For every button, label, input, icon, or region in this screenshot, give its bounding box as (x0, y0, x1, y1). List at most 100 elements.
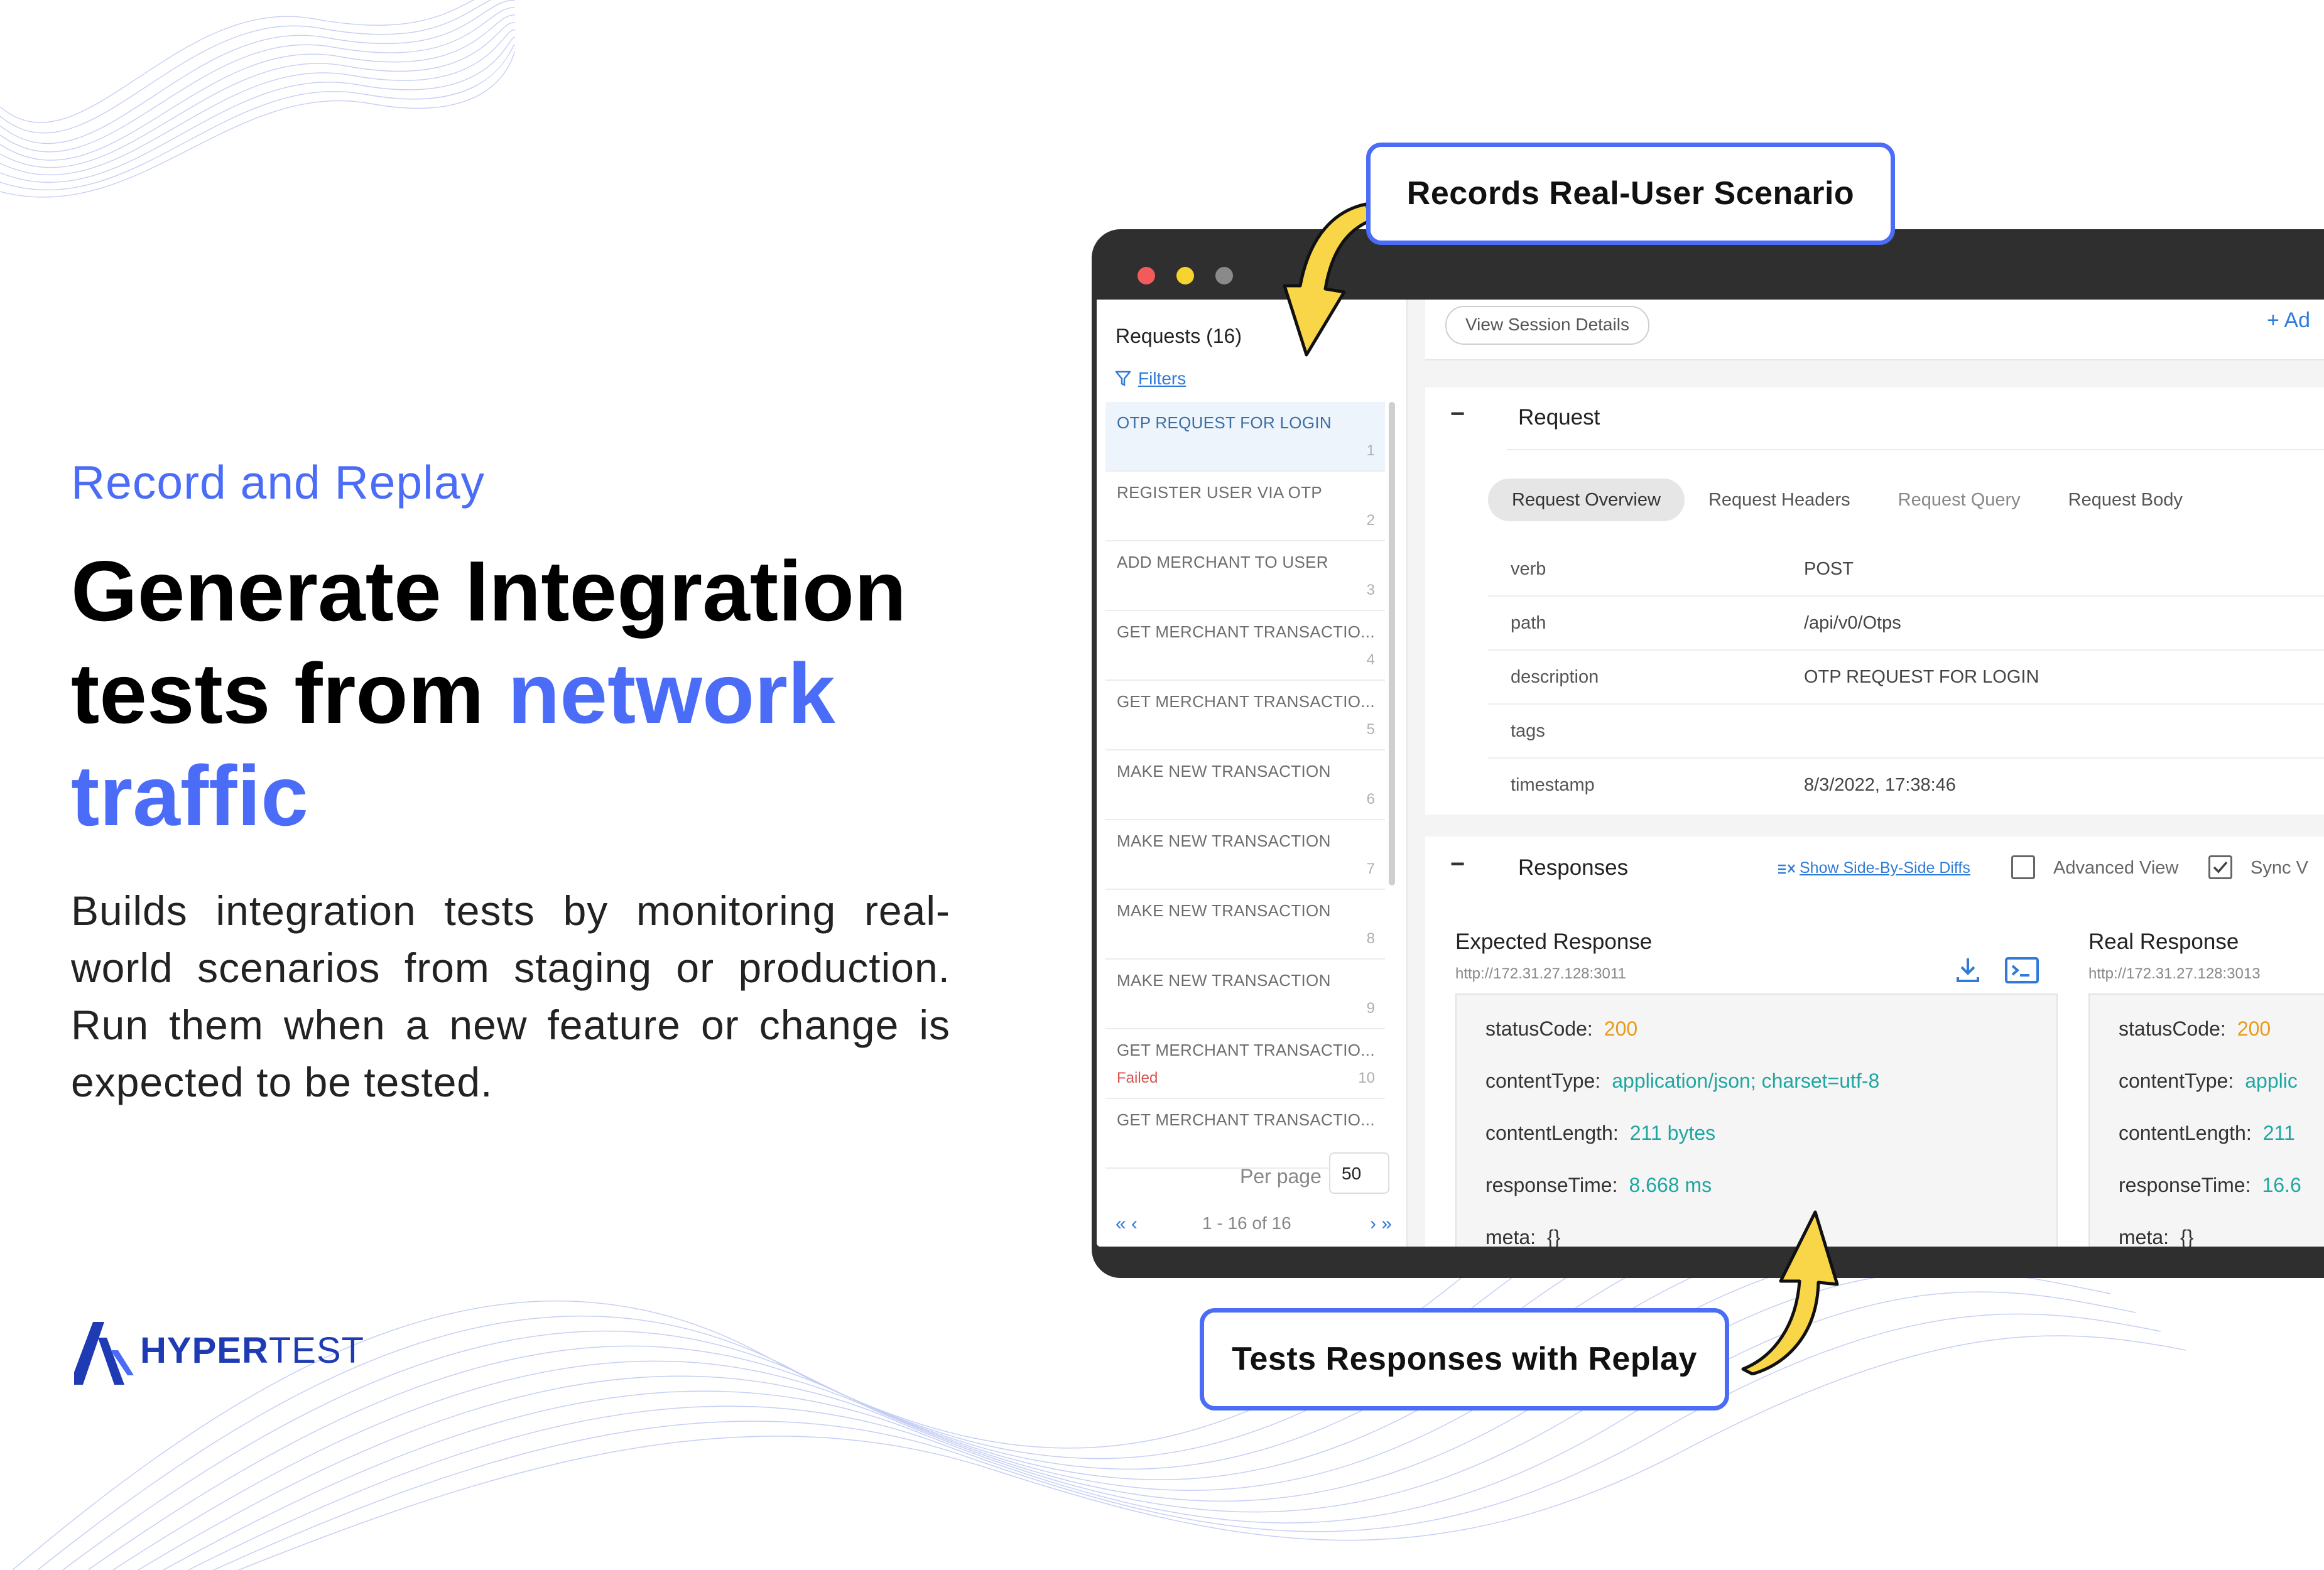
kv-row-timestamp: timestamp 8/3/2022, 17:38:46 (1488, 757, 2324, 811)
kv-value: POST (1804, 559, 1854, 579)
request-item-number: 8 (1366, 930, 1375, 947)
field-key: contentType: (2119, 1069, 2234, 1092)
field-key: contentType: (1485, 1069, 1601, 1092)
checkmark-icon (2213, 861, 2228, 874)
window-minimize-dot[interactable] (1176, 267, 1194, 284)
callout-arrow-bottom-icon (1741, 1210, 1839, 1375)
real-status-line: statusCode: 200 (2119, 1017, 2271, 1041)
request-list-item[interactable]: OTP REQUEST FOR LOGIN 1 (1105, 402, 1385, 472)
body-paragraph: Builds integration tests by monitoring r… (71, 887, 950, 1105)
request-item-number: 7 (1366, 860, 1375, 877)
field-key: responseTime: (2119, 1174, 2251, 1196)
field-key: meta: (1485, 1226, 1536, 1247)
kv-key: tags (1511, 721, 1545, 741)
tab-request-body[interactable]: Request Body (2068, 490, 2183, 510)
side-by-side-diffs-label: Show Side-By-Side Diffs (1800, 859, 1970, 877)
window-maximize-dot[interactable] (1215, 267, 1233, 284)
per-page-input[interactable]: 50 (1329, 1152, 1389, 1194)
kv-key: description (1511, 667, 1599, 687)
responses-collapse-button[interactable]: − (1450, 850, 1465, 878)
advanced-view-checkbox[interactable] (2011, 855, 2035, 879)
request-divider (1507, 449, 2324, 450)
hypertest-logo-mark-icon (74, 1322, 134, 1385)
request-item-name: OTP REQUEST FOR LOGIN (1117, 413, 1332, 432)
request-list-item[interactable]: GET MERCHANT TRANSACTIO... (1105, 1099, 1385, 1169)
expected-response-box: statusCode:200 contentType:application/j… (1455, 993, 2058, 1247)
real-response-title: Real Response (2088, 929, 2239, 954)
sidebar-scrollbar[interactable] (1389, 402, 1395, 885)
request-item-number: 3 (1366, 582, 1375, 598)
advanced-view-label: Advanced View (2053, 858, 2179, 878)
headline: Generate Integration tests from network … (71, 540, 982, 847)
field-value: 211 bytes (1629, 1122, 1716, 1144)
request-list-item[interactable]: GET MERCHANT TRANSACTIO...4 (1105, 611, 1385, 681)
request-item-name: ADD MERCHANT TO USER (1117, 553, 1328, 571)
expected-content-length-line: contentLength:211 bytes (1485, 1122, 1715, 1145)
kv-value: 8/3/2022, 17:38:46 (1804, 775, 1956, 795)
hypertest-logo: HYPERTEST (74, 1316, 364, 1385)
add-link[interactable]: + Ad (2267, 308, 2311, 332)
field-key: contentLength: (2119, 1122, 2252, 1144)
request-list-item[interactable]: ADD MERCHANT TO USER 3 (1105, 541, 1385, 611)
request-section: − Request Request Overview Request Heade… (1425, 387, 2324, 815)
real-content-length-line: contentLength: 211 (2119, 1122, 2295, 1145)
request-list-item[interactable]: GET MERCHANT TRANSACTIO...5 (1105, 681, 1385, 750)
field-value: 211 (2262, 1122, 2295, 1144)
requests-sidebar: Requests (16) Filters OTP REQUEST FOR LO… (1097, 300, 1408, 1247)
field-key: statusCode: (2119, 1017, 2226, 1040)
request-collapse-button[interactable]: − (1450, 400, 1465, 428)
callout-records-real-user-scenario: Records Real-User Scenario (1366, 143, 1895, 245)
tab-request-headers[interactable]: Request Headers (1708, 490, 1850, 510)
request-item-name: MAKE NEW TRANSACTION (1117, 762, 1331, 781)
tab-request-overview[interactable]: Request Overview (1488, 479, 1685, 521)
request-item-name: GET MERCHANT TRANSACTIO... (1117, 692, 1375, 711)
expected-content-type-line: contentType:application/json; charset=ut… (1485, 1069, 1879, 1093)
sync-label: Sync V (2251, 858, 2308, 878)
window-close-dot[interactable] (1138, 267, 1155, 284)
real-response-url: http://172.31.27.128:3013 (2088, 965, 2261, 982)
kv-row-path: path/api/v0/Otps (1488, 595, 2324, 651)
requests-title: Requests (16) (1116, 325, 1242, 347)
pager-next-buttons[interactable]: › » (1369, 1213, 1392, 1234)
field-value: 200 (2237, 1017, 2271, 1040)
headline-accent: network traffic (71, 646, 835, 843)
callout-arrow-top-icon (1283, 202, 1374, 357)
app-content: Requests (16) Filters OTP REQUEST FOR LO… (1097, 300, 2324, 1247)
request-item-number: 1 (1366, 442, 1375, 459)
responses-section: − Responses Show Side-By-Side Diffs Adva… (1425, 836, 2324, 1247)
expected-response-title: Expected Response (1455, 929, 1653, 954)
pagination: « ‹ 1 - 16 of 16 › » (1116, 1213, 1392, 1235)
callout-tests-responses-with-replay: Tests Responses with Replay (1200, 1308, 1729, 1410)
per-page-label: Per page (1240, 1165, 1322, 1188)
request-item-name: MAKE NEW TRANSACTION (1117, 971, 1331, 990)
filter-icon (1116, 371, 1131, 387)
field-value: {} (2180, 1226, 2194, 1247)
request-title: Request (1518, 405, 1600, 430)
side-by-side-diffs-link[interactable]: Show Side-By-Side Diffs (1777, 859, 1970, 877)
request-item-number: 6 (1366, 791, 1375, 808)
request-list-item[interactable]: MAKE NEW TRANSACTION 6 (1105, 750, 1385, 820)
request-item-number: 10 (1358, 1069, 1375, 1086)
filters-link[interactable]: Filters (1116, 369, 1186, 389)
main-panel: View Session Details + Ad − Request Requ… (1425, 300, 2324, 1247)
terminal-icon[interactable] (2004, 956, 2039, 985)
kv-row-tags: tags (1488, 703, 2324, 759)
pager-prev-buttons[interactable]: « ‹ (1116, 1213, 1138, 1234)
filters-label: Filters (1138, 369, 1186, 388)
sync-checkbox[interactable] (2208, 855, 2232, 879)
download-icon[interactable] (1954, 956, 1982, 985)
logo-wordmark-bold: HYPER (140, 1329, 269, 1371)
tab-request-query[interactable]: Request Query (1898, 490, 2021, 510)
request-tabs: Request Overview Request Headers Request… (1488, 479, 2207, 521)
field-value: 200 (1604, 1017, 1638, 1040)
view-session-details-button[interactable]: View Session Details (1445, 306, 1649, 345)
kv-key: timestamp (1511, 775, 1595, 795)
real-response-time-line: responseTime:16.6 (2119, 1174, 2301, 1197)
